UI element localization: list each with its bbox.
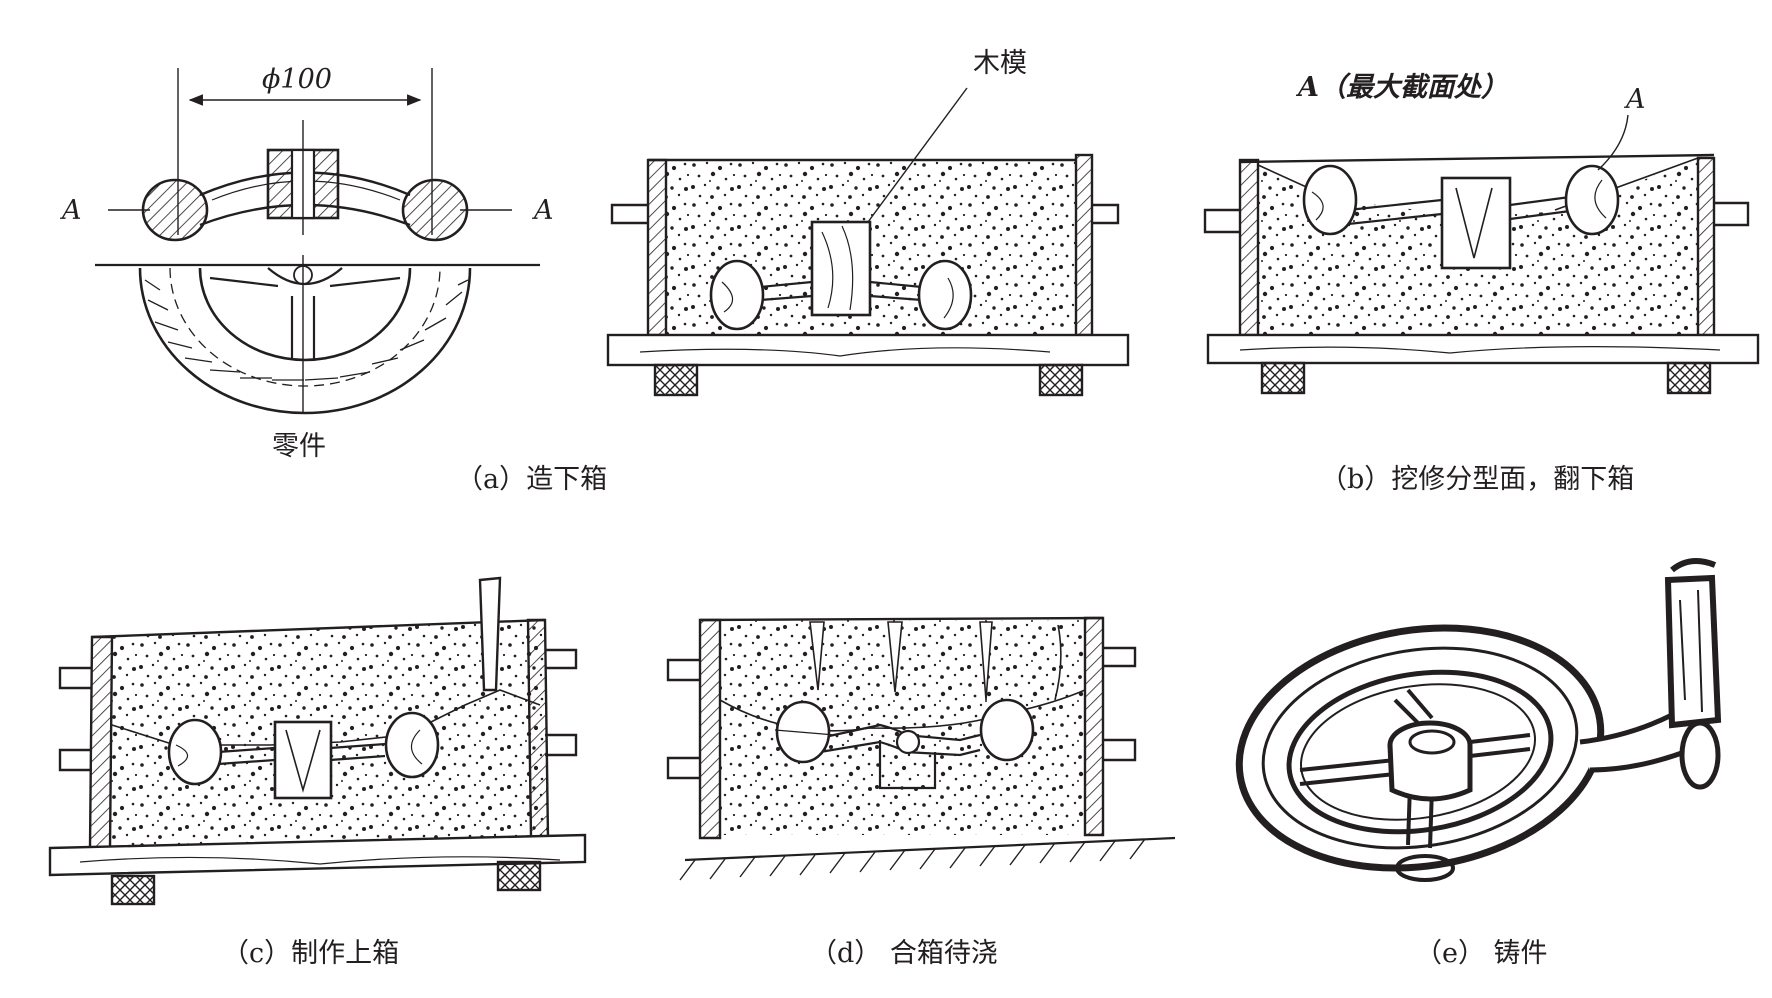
closed-mold-ready-to-pour	[666, 616, 1176, 881]
part-label: 零件	[272, 431, 326, 462]
drag-flask-turned-over	[1203, 114, 1760, 395]
caption-a: （a）造下箱	[456, 464, 607, 495]
caption-b: （b）挖修分型面，翻下箱	[1320, 464, 1634, 495]
finished-handwheel-casting	[1235, 558, 1722, 882]
drag-flask-with-pattern	[606, 87, 1130, 397]
section-letter-a-right: A	[531, 195, 554, 226]
section-letter-a-panel-b: A	[1623, 84, 1646, 115]
caption-d: （d） 合箱待浇	[810, 938, 998, 969]
panel-a-part-drawing	[95, 68, 540, 415]
section-letter-a-left: A	[59, 195, 82, 226]
dimension-label: ϕ100	[262, 64, 332, 95]
cope-flask-assembled	[48, 576, 587, 906]
max-section-note: A（最大截面处）	[1295, 72, 1508, 103]
caption-e: （e） 铸件	[1415, 938, 1548, 969]
caption-c: （c）制作上箱	[222, 938, 399, 969]
pattern-label: 木模	[973, 48, 1027, 79]
